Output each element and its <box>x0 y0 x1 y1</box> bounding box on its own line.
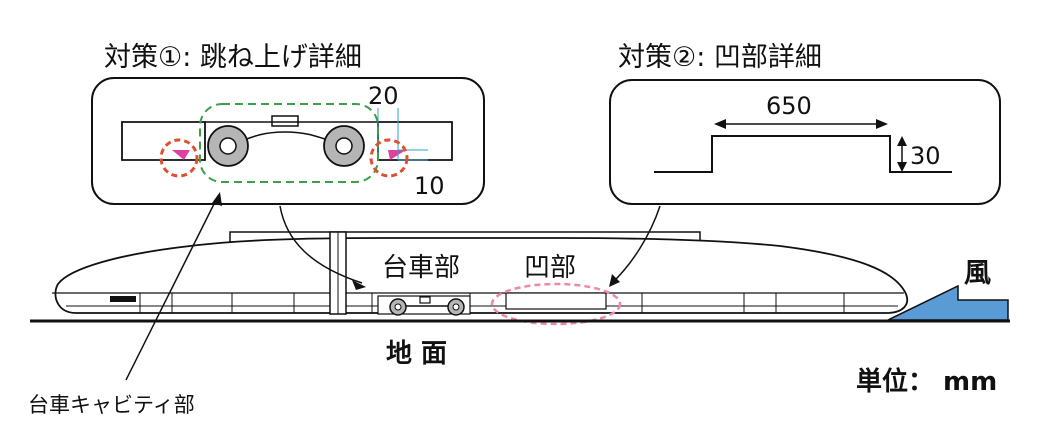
bogie-wheel-left <box>207 125 249 167</box>
leader-bogie-arrowhead <box>352 280 366 290</box>
dim30-arrow-bottom <box>897 162 907 172</box>
flipup-highlight-left <box>159 138 199 178</box>
dim-label-30: 30 <box>910 142 941 170</box>
label-ground: 地 面 <box>386 339 447 369</box>
leader-cavity-arrowhead <box>212 192 222 206</box>
train-panel-dividers <box>139 293 845 313</box>
wind-arrow <box>887 284 1009 321</box>
detail-box-recess <box>609 79 1001 205</box>
detail-box-flipup <box>91 77 485 205</box>
leader-recess-arrowhead <box>609 274 620 287</box>
flipup-wedge-left <box>172 150 190 160</box>
train-outline <box>54 237 908 314</box>
detail-box-flipup-frame <box>91 77 485 205</box>
label-wind: 風 <box>964 258 991 289</box>
dim650-arrow-right <box>876 119 888 129</box>
train-body <box>52 231 908 326</box>
bogie-bolster <box>271 115 299 127</box>
recess-profile <box>654 135 952 173</box>
recess-highlight-pink <box>490 282 622 326</box>
title-measure2: 対策②: 凹部詳細 <box>618 42 822 73</box>
dim-label-20: 20 <box>368 82 399 110</box>
leader-cavity <box>125 195 219 381</box>
label-recess: 凹部 <box>524 253 576 283</box>
title-measure1: 対策①: 跳ね上げ詳細 <box>104 42 362 73</box>
dim30-arrow-top <box>897 136 907 146</box>
train-nose-detail <box>110 296 136 302</box>
leader-bogie <box>279 205 363 284</box>
flipup-highlight-right <box>369 138 409 178</box>
bogie-wheel-right <box>323 125 365 167</box>
leader-recess <box>611 205 661 284</box>
body-plate-left <box>121 121 206 161</box>
recess-main <box>505 292 607 310</box>
dim650-arrow-left <box>714 119 726 129</box>
bogie-main <box>389 296 465 316</box>
flipup-wedge-right <box>388 150 406 160</box>
label-unit: 単位： mm <box>856 366 997 397</box>
label-cavity: 台車キャビティ部 <box>28 393 195 417</box>
label-bogie: 台車部 <box>382 253 460 283</box>
dim-label-650: 650 <box>766 92 812 120</box>
dim-label-10: 10 <box>414 172 445 200</box>
